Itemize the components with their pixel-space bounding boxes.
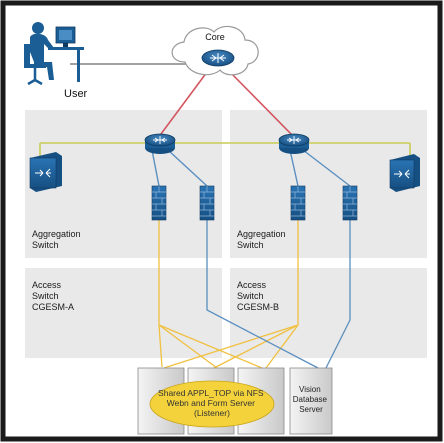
link-agg-right-fw1 xyxy=(289,149,299,187)
link-agg-left-fw2 xyxy=(167,149,208,187)
zone-access-left xyxy=(25,268,222,358)
aggregation-label-left: Aggregation Switch xyxy=(32,229,83,250)
database-server-icon xyxy=(289,367,333,435)
link-fw-left-app3 xyxy=(158,324,263,369)
links xyxy=(39,63,411,369)
user-label: User xyxy=(64,88,88,100)
link-agg-right-fw2 xyxy=(302,149,351,187)
shared-server-label: Shared APPL_TOP via NFS Webn and Form Se… xyxy=(158,388,266,418)
access-label-left: Access Switch CGESM-A xyxy=(32,280,74,312)
link-fw-right-app2 xyxy=(213,324,299,369)
aggregation-label-right: Aggregation Switch xyxy=(237,229,288,250)
vision-server-label: Vision Database Server xyxy=(293,385,329,414)
service-switch-left-icon xyxy=(29,152,62,192)
link-fw-right-db xyxy=(325,220,351,369)
link-core-agg-left xyxy=(157,67,211,139)
core-router-icon xyxy=(201,49,235,67)
core-label: Core xyxy=(205,32,225,42)
firewall-left-2-icon xyxy=(199,185,215,221)
link-fw-left-app2 xyxy=(158,324,218,369)
link-fw-right-app3 xyxy=(163,324,299,369)
aggregation-router-right-icon xyxy=(278,133,310,154)
access-label-right: Access Switch CGESM-B xyxy=(237,280,279,312)
link-fw-left-db xyxy=(206,220,319,369)
firewall-right-1-icon xyxy=(290,185,306,221)
shared-appl-top-oval xyxy=(149,380,275,428)
service-switch-right-icon xyxy=(389,154,420,192)
user-workstation-icon xyxy=(24,22,84,86)
aggregation-router-left-icon xyxy=(144,133,176,154)
link-core-agg-right xyxy=(225,67,296,139)
link-agg-left-fw1 xyxy=(151,149,160,187)
firewall-left-1-icon xyxy=(151,185,167,221)
firewall-right-2-icon xyxy=(342,185,358,221)
